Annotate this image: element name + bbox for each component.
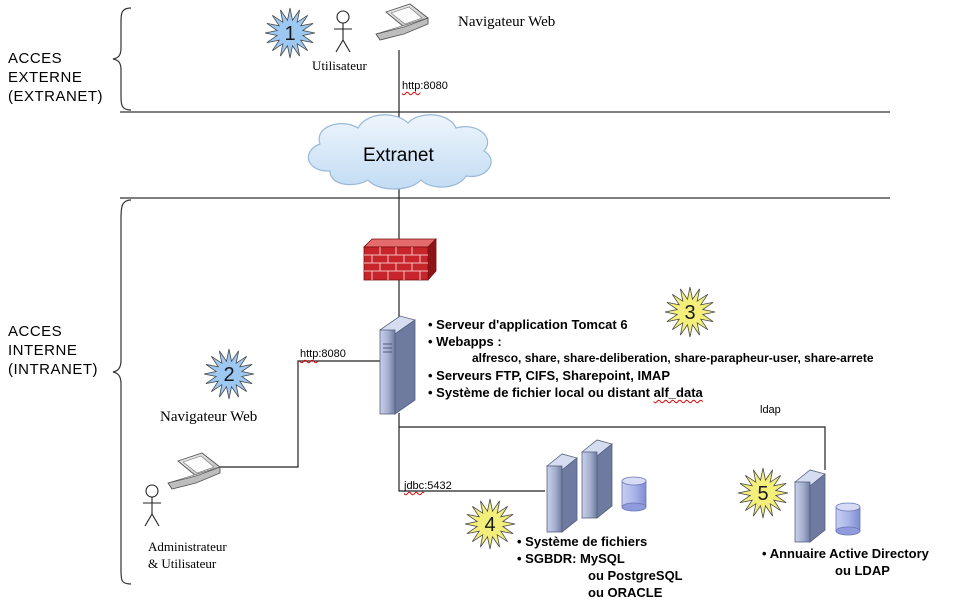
- badge-2-number: 2: [223, 364, 234, 386]
- database-servers-icon: [546, 439, 647, 533]
- badge-1-star: 1: [264, 7, 316, 59]
- badge-4-number: 4: [484, 514, 495, 536]
- badge-1-number: 1: [284, 23, 295, 45]
- cloud-label: Extranet: [363, 145, 434, 166]
- browser-label-admin: Navigateur Web: [160, 409, 258, 425]
- filesystem-label: Système de fichier local ou distant alf_…: [428, 384, 874, 401]
- badge-2-star: 2: [203, 348, 255, 400]
- link-label-jdbc: jdbc:5432: [404, 480, 452, 492]
- ldap-server-icon: [794, 469, 861, 543]
- app-server-icon: [379, 315, 416, 415]
- link-label-admin: http:8080: [300, 348, 346, 360]
- user-label-top: Utilisateur: [312, 58, 367, 73]
- webapps-label: Webapps :: [428, 333, 874, 350]
- laptop-icon-top: [375, 3, 429, 41]
- admin-label: Administrateur & Utilisateur: [148, 539, 227, 571]
- zone-separator-lines: [120, 111, 890, 199]
- app-server-description: Serveur d'application Tomcat 6 Webapps :…: [428, 316, 874, 401]
- brace-external: [112, 7, 132, 111]
- webapps-list: alfresco, share, share-deliberation, sha…: [472, 351, 874, 365]
- user-icon-top: [334, 10, 352, 53]
- badge-3-number: 3: [684, 302, 695, 324]
- badge-5-number: 5: [757, 483, 768, 505]
- badge-4-star: 4: [464, 498, 516, 550]
- laptop-icon-admin: [167, 452, 221, 490]
- connections: [218, 50, 826, 492]
- zone-label-internal: ACCES INTERNE (INTRANET): [8, 323, 98, 378]
- extranet-cloud: [307, 114, 492, 190]
- tomcat-label: Serveur d'application Tomcat 6: [428, 316, 874, 333]
- browser-label-top: Navigateur Web: [458, 14, 556, 30]
- services-label: Serveurs FTP, CIFS, Sharepoint, IMAP: [428, 367, 874, 384]
- link-label-ldap: ldap: [760, 404, 781, 416]
- badge-5-star: 5: [737, 467, 789, 519]
- ldap-description: Annuaire Active Directory ou LDAP: [762, 545, 929, 579]
- badges: 1 2 3 4 5: [203, 7, 789, 550]
- user-icon-admin: [143, 484, 161, 527]
- brace-internal: [112, 199, 132, 585]
- link-label-top: http:8080: [402, 80, 448, 92]
- firewall-icon: [363, 238, 437, 282]
- db-description: Système de fichiers SGBDR: MySQL ou Post…: [517, 533, 682, 601]
- zone-label-external: ACCES EXTERNE (EXTRANET): [8, 50, 103, 105]
